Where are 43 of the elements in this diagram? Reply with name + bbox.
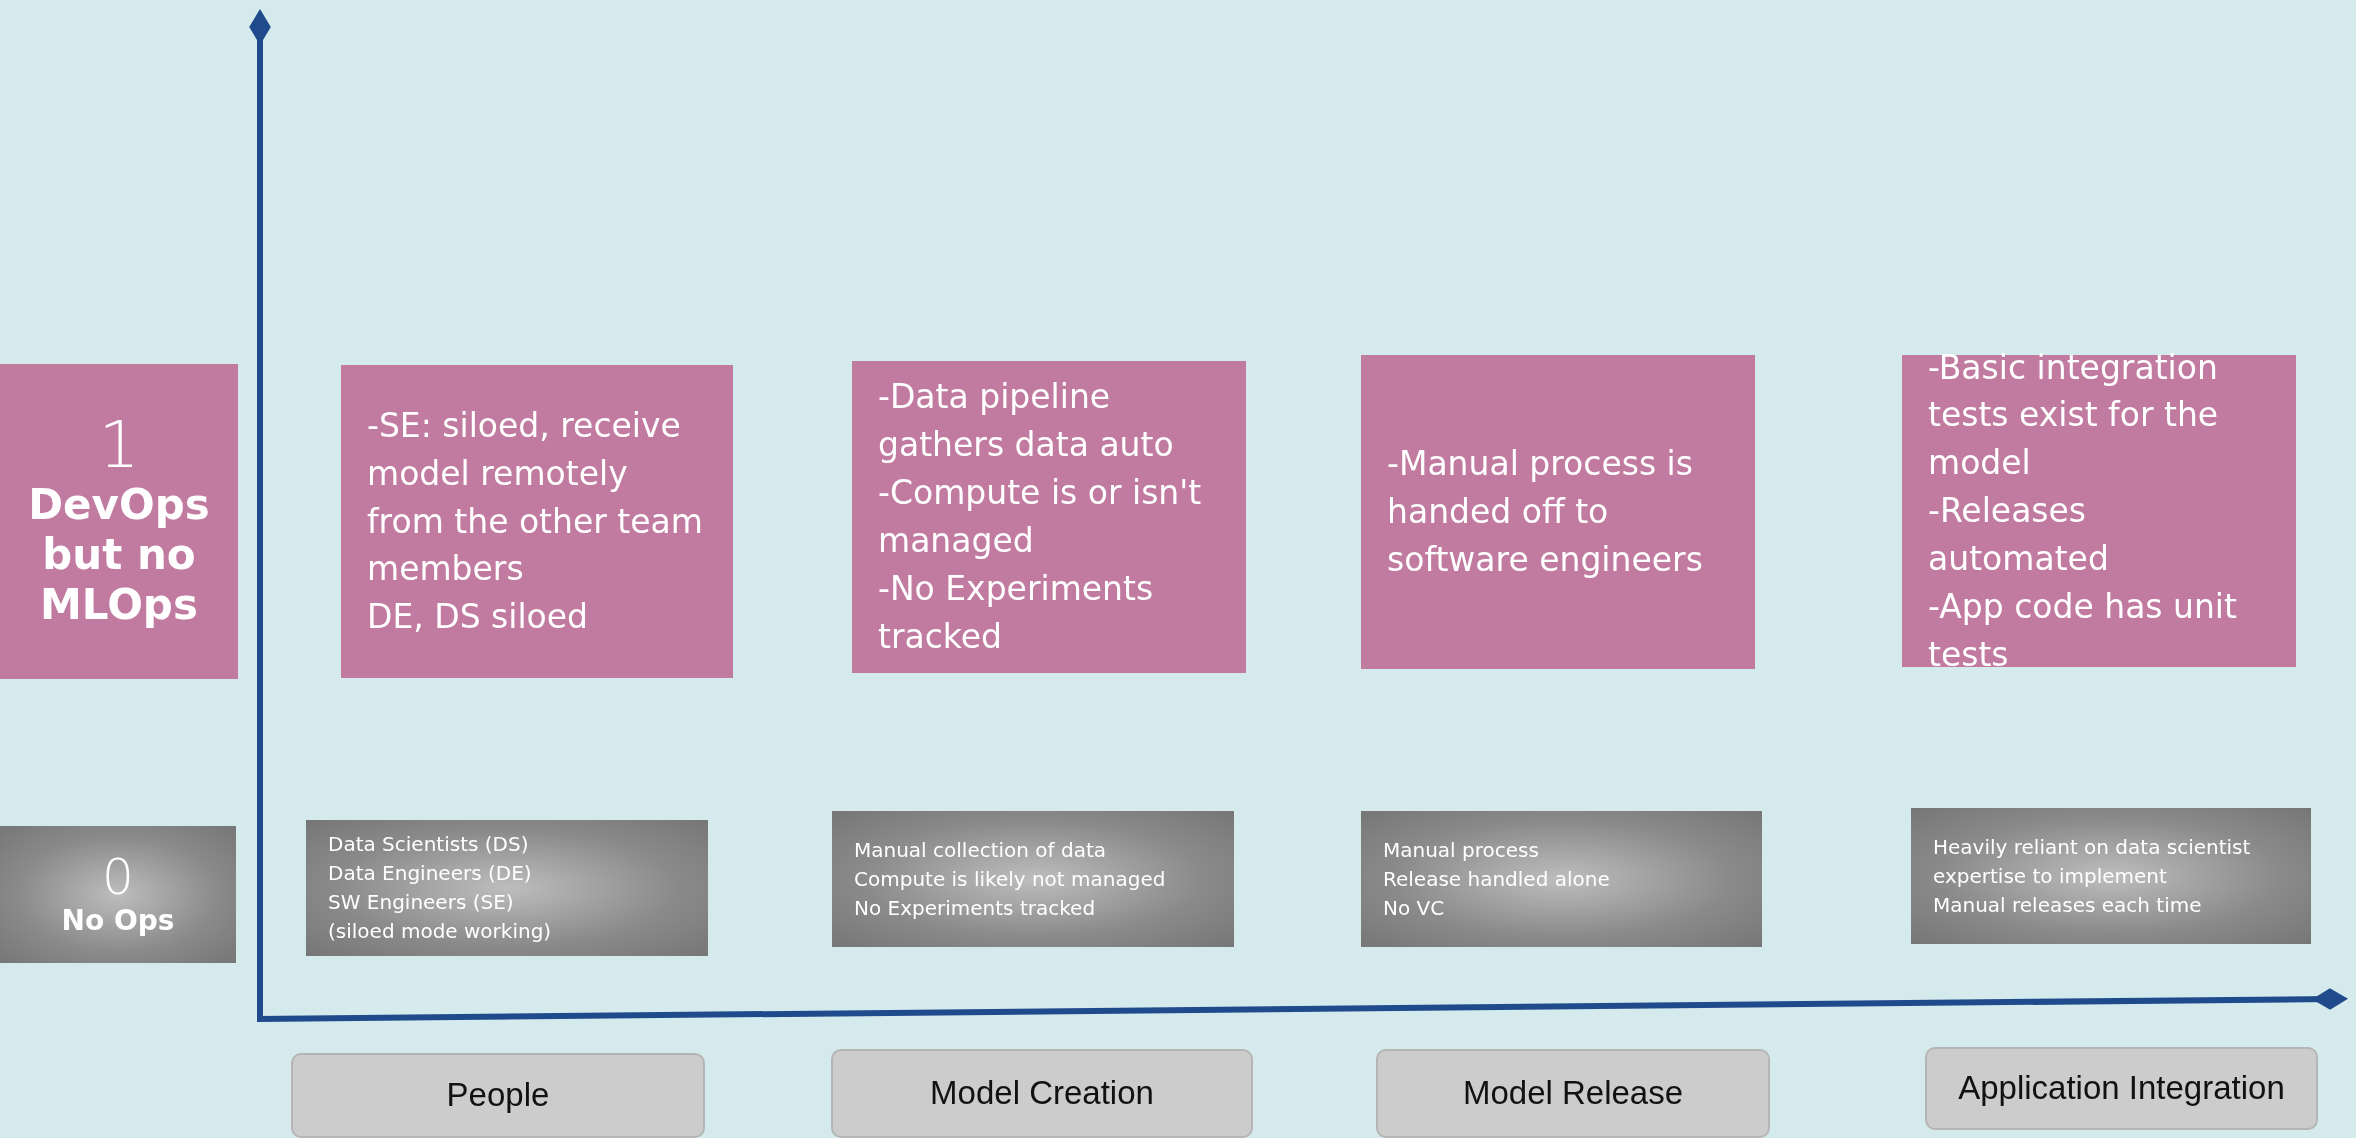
bullet-text: Manual process [1383,836,1540,864]
description-card [1361,355,1755,669]
bullet-text: -Releases automated [1928,490,2110,580]
bullet-text: -Manual process is handed off to software engineers [1387,443,1704,581]
header-text: Model Release [1462,1073,1684,1114]
bullet-text: -No Experiments tracked [878,567,1155,658]
category-header [1376,1049,1770,1138]
header-text: Application Integration [1958,1068,2285,1109]
bullet-text: -Basic integration tests exist for the model [1928,346,2220,485]
header-text: Model Creation [930,1073,1154,1114]
level-name: No Ops [61,903,175,938]
category-header [1925,1047,2318,1130]
level-number: 1 [98,412,140,480]
level-name: DevOps but no MLOps [27,479,211,631]
description-card [852,361,1246,673]
bullet-text: -Data pipeline gathers data auto [878,376,1175,467]
bullet-text: Heavily reliant on data scientist expertise to implement [1933,833,2252,890]
bullet-text: No Experiments tracked [854,894,1097,922]
description-card [1361,811,1762,947]
bullet-text: Manual collection of data [854,836,1108,864]
bullet-text: -App code has unit tests [1928,585,2238,676]
bullet-text: Data Engineers (DE) [328,860,533,887]
bullet-text: Release handled alone [1383,865,1611,893]
level-card [0,364,238,679]
category-header [831,1049,1253,1138]
bullet-text: Data Scientists (DS) [328,831,530,858]
bullet-text: -SE: siloed, receive model remotely from the other team members [367,404,704,591]
bullet-text: SW Engineers (SE) [328,889,515,916]
header-text: People [446,1075,550,1116]
description-card [341,365,733,678]
bullet-text: (siloed mode working) [328,918,553,945]
description-card [1911,808,2311,944]
bullet-text: DE, DS siloed [367,596,590,639]
bullet-text: Compute is likely not managed [854,865,1167,893]
category-header [291,1053,705,1138]
level-card [0,826,236,963]
bullet-text: -Compute is or isn't managed [878,472,1203,562]
description-card [1902,355,2296,667]
description-card [306,820,708,956]
description-card [832,811,1234,947]
bullet-text: Manual releases each time [1933,891,2203,919]
level-number: 0 [102,851,134,904]
bullet-text: No VC [1383,894,1446,922]
